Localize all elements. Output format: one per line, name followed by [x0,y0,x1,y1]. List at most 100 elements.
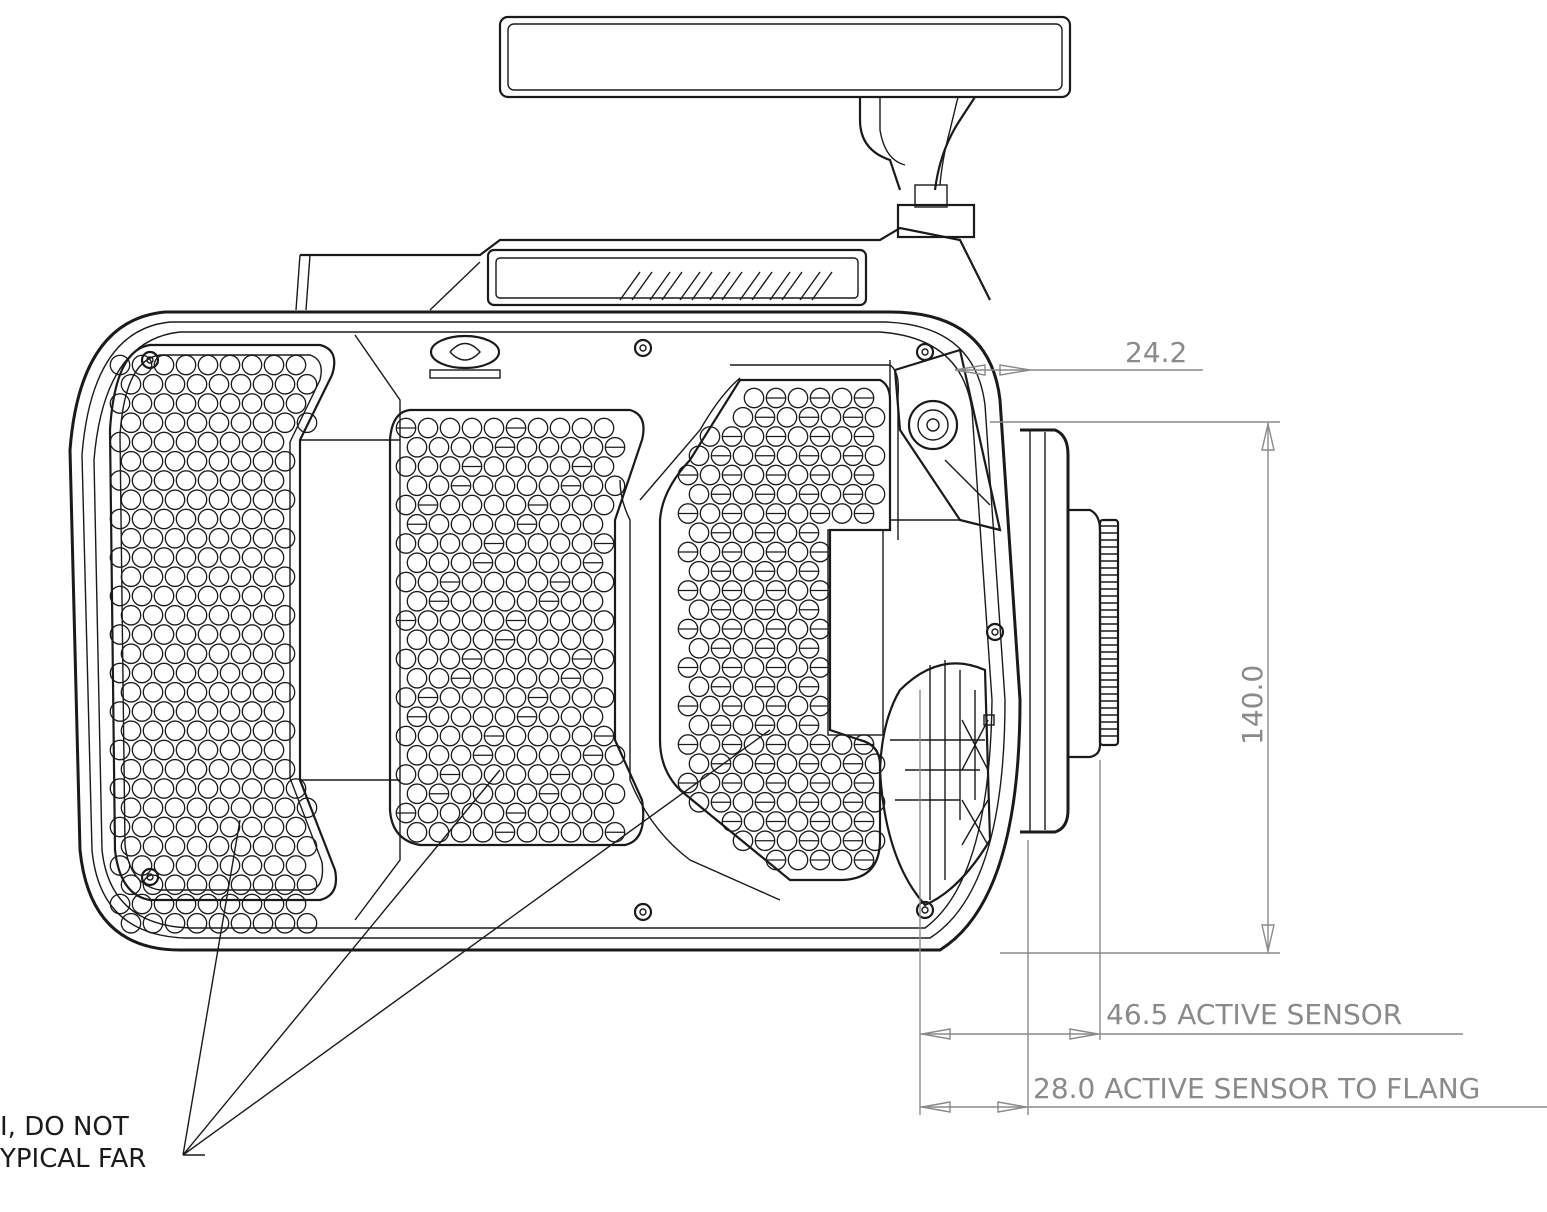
grille-hole [820,483,842,505]
grille-hole [109,431,131,453]
grille-hole [831,387,853,409]
grille-hole [710,522,732,544]
grille-hole [787,387,809,409]
grille-hole [175,585,197,607]
grille-hole [721,503,743,524]
grille-hole [164,874,186,896]
grille-hole [842,830,864,852]
grille-hole [472,821,494,843]
grille-hole [131,508,153,530]
grille-hole [252,643,274,665]
grille-hole [274,643,296,665]
grille-hole [208,643,230,665]
grille-hole [142,758,164,780]
grille-hole [461,417,483,439]
grille-hole [417,725,439,747]
grille-hole [153,662,175,684]
grille-hole [754,714,776,736]
grille-hole [549,764,571,785]
main-body [68,310,1022,952]
grille-hole [721,541,743,563]
grille-hole [252,489,274,511]
grille-hole [505,725,527,747]
grille-hole [109,662,131,684]
grille-hole [285,354,307,376]
grille-hole [230,797,252,819]
grille-hole [461,687,483,708]
grille-hole [853,849,875,871]
grille-hole [175,547,197,568]
grille-hole [406,706,428,728]
grille-hole [820,753,842,775]
grille-hole [765,426,787,447]
grille-hole [593,533,615,554]
grille-hole [153,431,175,453]
grille-hole [732,791,754,813]
grille-hole [721,426,743,447]
grille-hole [131,662,153,684]
grille-hole [549,687,571,708]
grille-hole [197,585,219,607]
grille-hole [439,725,461,747]
grille-hole [417,533,439,554]
grille-hole [197,431,219,453]
grille-hole [164,912,186,934]
grille-hole [252,681,274,703]
dimension-sensor-to-flange: 28.0 ACTIVE SENSOR TO FLANG [920,1072,1547,1113]
grille-hole [131,816,153,838]
grille-hole [809,657,831,678]
grille-hole [831,811,853,832]
grille-hole [721,734,743,755]
grille-hole [241,855,263,876]
grille-hole [428,436,450,458]
grille-hole [721,580,743,601]
grille-hole [582,513,604,535]
grille-hole [131,547,153,568]
grille-hole [765,772,787,794]
grille-hole [461,610,483,631]
grille-hole [241,662,263,684]
grille-hole [252,720,274,742]
grille-hole [798,483,820,505]
grille-hole [787,541,809,563]
grille-hole [864,445,886,467]
grille-hole [743,426,765,447]
grille-hole [131,893,153,915]
grille-hole [582,706,604,728]
grille-hole [527,533,549,554]
grille-hole [395,648,417,670]
grille-hole [710,753,732,775]
grille-hole [153,547,175,568]
grille-hole [219,778,241,799]
grille-hole [417,610,439,631]
grille-hole [494,590,516,612]
grille-hole [582,744,604,766]
grille-hole [450,744,472,766]
grille-hole [798,406,820,428]
grille-hole [175,624,197,645]
grille-hole [809,541,831,563]
grille-hole [252,527,274,549]
grille-hole [516,552,538,574]
grille-hole [787,503,809,524]
grille-hole [142,412,164,434]
grille-hole [820,445,842,467]
grille-hole [428,513,450,535]
dimension-top-offset: 24.2 [954,336,1203,376]
grille-hole [787,734,809,755]
grille-hole [560,436,582,458]
grille-hole [677,464,699,486]
grille-hole [549,494,571,516]
grille-hole [417,456,439,477]
grille-hole [296,912,318,934]
grille-hole [527,648,549,670]
grille-hole [142,912,164,934]
grille-hole [538,744,560,766]
grille-hole [853,811,875,832]
grille-hole [197,624,219,645]
grille-hole [787,849,809,871]
grille-hole [120,643,142,665]
grille-hole [776,445,798,467]
grille-hole [842,753,864,775]
grille-hole [721,695,743,717]
